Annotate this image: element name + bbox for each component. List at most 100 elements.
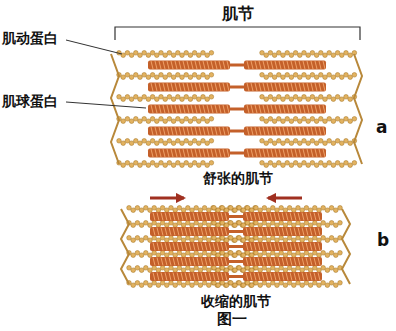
myosin-head: [169, 243, 171, 251]
myosin-head: [159, 61, 161, 69]
actin-bead: [283, 223, 288, 228]
myosin-filament: [148, 105, 326, 114]
actin-bead: [159, 117, 164, 122]
myosin-head: [203, 83, 205, 91]
actin-bead: [264, 141, 269, 146]
actin-bead: [201, 139, 206, 144]
myosin-filament: [148, 83, 326, 92]
myosin-head: [207, 127, 209, 135]
actin-bead: [279, 281, 284, 286]
actin-bead: [138, 97, 143, 102]
actin-bead: [331, 53, 336, 58]
actin-bead: [192, 117, 197, 122]
actin-filament: [260, 117, 357, 124]
myosin-head: [246, 273, 248, 281]
myosin-head: [177, 258, 179, 266]
actin-bead: [188, 163, 193, 168]
myosin-head: [181, 213, 183, 221]
actin-bead: [139, 253, 144, 258]
myosin-head: [183, 61, 185, 69]
myosin-head: [155, 61, 157, 69]
myosin-head: [295, 127, 297, 135]
myosin-head: [213, 213, 215, 221]
actin-bead: [152, 281, 157, 286]
actin-bead: [329, 206, 334, 211]
actin-bead: [323, 163, 328, 168]
actin-bead: [201, 51, 206, 56]
actin-bead: [313, 236, 318, 241]
actin-bead: [121, 163, 126, 168]
actin-bead: [310, 51, 315, 56]
actin-bead: [163, 163, 168, 168]
actin-bead: [146, 119, 151, 124]
actin-bead: [202, 251, 207, 256]
myosin-head: [250, 243, 252, 251]
myosin-head: [177, 228, 179, 236]
actin-bead: [338, 281, 343, 286]
actin-bead: [146, 97, 151, 102]
myosin-head: [299, 149, 301, 157]
actin-bead: [319, 139, 324, 144]
myosin-head: [315, 61, 317, 69]
actin-bead: [131, 268, 136, 273]
actin-bead: [186, 251, 191, 256]
actin-bead: [258, 253, 263, 258]
actin-bead: [331, 163, 336, 168]
actin-filament: [212, 251, 343, 258]
actin-bead: [169, 236, 174, 241]
myosin-head: [203, 149, 205, 157]
myosin-head: [183, 127, 185, 135]
actin-bead: [131, 283, 136, 288]
myosin-head: [291, 149, 293, 157]
myosin-head: [251, 61, 253, 69]
myosin-head: [258, 243, 260, 251]
actin-bead: [211, 266, 216, 271]
actin-bead: [237, 221, 242, 226]
myosin-head: [318, 258, 320, 266]
myosin-bare-zone: [229, 108, 245, 111]
actin-bead: [323, 97, 328, 102]
myosin-head: [197, 258, 199, 266]
actin-bead: [150, 117, 155, 122]
myosin-body: [148, 127, 230, 136]
myosin-head: [283, 127, 285, 135]
myosin-head: [250, 228, 252, 236]
myosin-body: [243, 212, 322, 221]
myosin-head: [189, 258, 191, 266]
myosin-head: [262, 258, 264, 266]
actin-bead: [211, 221, 216, 226]
actin-bead: [279, 266, 284, 271]
actin-bead: [220, 206, 225, 211]
actin-bead: [135, 206, 140, 211]
actin-bead: [275, 238, 280, 243]
actin-bead: [304, 236, 309, 241]
myosin-head: [275, 83, 277, 91]
actin-bead: [319, 73, 324, 78]
myosin-head: [250, 213, 252, 221]
actin-bead: [171, 119, 176, 124]
actin-bead: [272, 75, 277, 80]
myosin-head: [283, 61, 285, 69]
myosin-head: [278, 213, 280, 221]
myosin-head: [221, 258, 223, 266]
actin-bead: [135, 236, 140, 241]
actin-filament: [212, 281, 343, 288]
myosin-head: [163, 105, 165, 113]
actin-bead: [262, 281, 267, 286]
actin-bead: [207, 283, 212, 288]
myosin-head: [225, 213, 227, 221]
myosin-head: [290, 258, 292, 266]
actin-bead: [173, 283, 178, 288]
myosin-head: [195, 61, 197, 69]
actin-bead: [121, 97, 126, 102]
actin-bead: [135, 221, 140, 226]
actin-bead: [289, 75, 294, 80]
actin-filament: [127, 206, 258, 213]
actin-bead: [216, 253, 221, 258]
actin-bead: [275, 283, 280, 288]
actin-bead: [308, 268, 313, 273]
myosin-filament: [148, 149, 326, 158]
actin-bead: [298, 53, 303, 58]
actin-bead: [171, 141, 176, 146]
myosin-head: [223, 61, 225, 69]
